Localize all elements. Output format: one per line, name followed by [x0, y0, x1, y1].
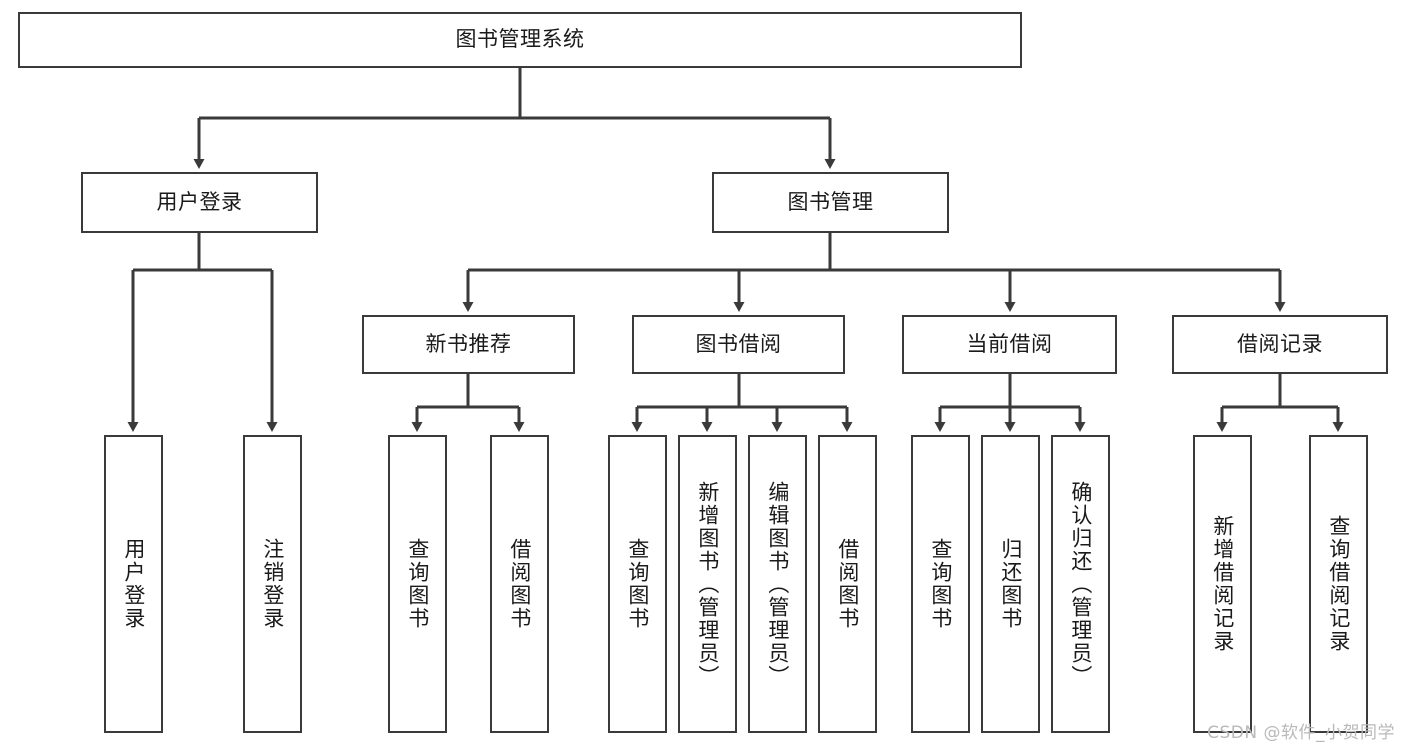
node-label: 图书管理系统: [455, 27, 585, 52]
node-label: 注销登录: [260, 538, 285, 630]
leaf-query-borrow-record[interactable]: 查询借阅记录: [1309, 435, 1368, 733]
leaf-query-book-recommend[interactable]: 查询图书: [388, 435, 447, 733]
node-label: 借阅图书: [835, 538, 860, 630]
leaf-add-borrow-record[interactable]: 新增借阅记录: [1193, 435, 1252, 733]
node-label: 新增借阅记录: [1210, 515, 1235, 653]
leaf-user-login[interactable]: 用户登录: [104, 435, 163, 733]
leaf-add-book-admin[interactable]: 新增图书（管理员）: [678, 435, 737, 733]
node-label: 借阅图书: [507, 538, 532, 630]
node-book-management[interactable]: 图书管理: [712, 172, 949, 233]
node-current-borrow[interactable]: 当前借阅: [902, 315, 1117, 374]
node-label: 借阅记录: [1237, 331, 1323, 356]
leaf-query-book-borrow[interactable]: 查询图书: [608, 435, 667, 733]
node-label: 编辑图书（管理员）: [765, 480, 790, 688]
node-label: 用户登录: [121, 538, 146, 630]
node-root-system[interactable]: 图书管理系统: [18, 12, 1022, 68]
node-label: 归还图书: [998, 538, 1023, 630]
leaf-borrow-book-recommend[interactable]: 借阅图书: [490, 435, 549, 733]
node-label: 查询图书: [405, 538, 430, 630]
node-book-borrow[interactable]: 图书借阅: [632, 315, 845, 374]
node-label: 图书借阅: [695, 331, 782, 356]
node-label: 查询图书: [625, 538, 650, 630]
node-label: 查询图书: [928, 538, 953, 630]
node-label: 图书管理: [787, 189, 874, 214]
leaf-query-book-current[interactable]: 查询图书: [911, 435, 970, 733]
node-user-login[interactable]: 用户登录: [81, 172, 318, 233]
node-label: 确认归还（管理员）: [1068, 480, 1093, 688]
node-borrow-record[interactable]: 借阅记录: [1172, 315, 1388, 374]
node-label: 新增图书（管理员）: [695, 480, 720, 688]
watermark-text: CSDN @软件_小贺同学: [1207, 723, 1395, 743]
node-label: 用户登录: [156, 189, 243, 214]
node-label: 查询借阅记录: [1326, 515, 1351, 653]
node-label: 新书推荐: [425, 331, 512, 356]
leaf-return-book[interactable]: 归还图书: [981, 435, 1040, 733]
leaf-edit-book-admin[interactable]: 编辑图书（管理员）: [748, 435, 807, 733]
node-label: 当前借阅: [966, 331, 1053, 356]
leaf-confirm-return-admin[interactable]: 确认归还（管理员）: [1051, 435, 1110, 733]
node-new-book-recommend[interactable]: 新书推荐: [362, 315, 575, 374]
leaf-logout[interactable]: 注销登录: [243, 435, 302, 733]
leaf-borrow-book[interactable]: 借阅图书: [818, 435, 877, 733]
